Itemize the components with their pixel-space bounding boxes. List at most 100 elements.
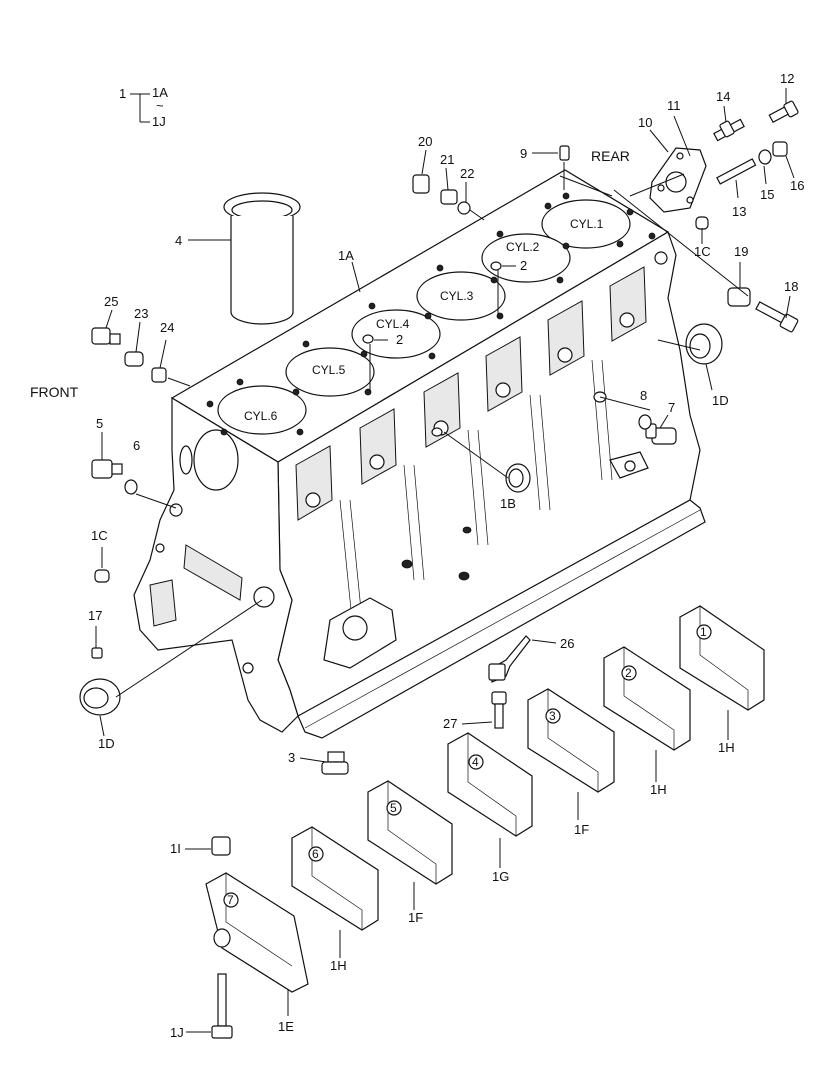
legend-to: 1J [152, 114, 166, 129]
deck-holes [206, 192, 656, 436]
washer-8 [638, 414, 652, 430]
label-2-b: 2 [396, 332, 403, 347]
lower-port [458, 571, 470, 581]
label-12: 12 [780, 71, 794, 86]
cap-6-number: 6 [312, 847, 319, 861]
lower-port [401, 559, 413, 569]
bore-cyl-5 [285, 347, 375, 397]
side-windows [295, 266, 647, 521]
nut-16 [772, 141, 788, 157]
plug-24 [151, 367, 167, 383]
cylinder-liner [223, 192, 301, 325]
bore-cyl-1-label: CYL.1 [570, 217, 604, 231]
label-27: 27 [443, 716, 457, 731]
label-1B: 1B [500, 496, 516, 511]
label-17: 17 [88, 608, 102, 623]
o-ring-6 [124, 479, 138, 495]
assembly-legend: 1 1A ~ 1J [119, 85, 168, 129]
bore-cyl-5-label: CYL.5 [312, 363, 346, 377]
plug-2-b [362, 334, 374, 344]
oil-jet-26 [488, 635, 531, 683]
cap-4-number: 4 [472, 755, 479, 769]
cylinder-bores: CYL.1 CYL.2 CYL.3 CYL.4 CYL.5 CYL.6 [217, 199, 631, 435]
bearing-cap-1: 1 [679, 605, 765, 711]
bearing-cap-3: 3 [527, 688, 615, 793]
bearing-cap-7: 7 [205, 872, 309, 993]
label-21: 21 [440, 152, 454, 167]
part-labels: 1A 1B 1C 1C 1D 1D 1E 1F 1F 1G 1H 1H 1H 1… [88, 71, 804, 1040]
label-1H-a: 1H [718, 740, 735, 755]
pin-17 [91, 647, 103, 659]
rear-bore-hole [654, 251, 668, 265]
side-port [431, 427, 443, 437]
label-3: 3 [288, 750, 295, 765]
label-2-a: 2 [520, 258, 527, 273]
bore-cyl-3-label: CYL.3 [440, 289, 474, 303]
camshaft-bushing-front [79, 678, 121, 716]
bore-cyl-4-label: CYL.4 [376, 317, 410, 331]
plug-23 [124, 351, 144, 367]
stud-13 [716, 158, 757, 185]
camshaft-bushing-rear [685, 323, 723, 365]
label-14: 14 [716, 89, 730, 104]
bore-cyl-2 [481, 233, 571, 283]
bore-cyl-1 [541, 199, 631, 249]
plug-25 [91, 327, 121, 345]
front-plug-5 [91, 459, 123, 479]
label-23: 23 [134, 306, 148, 321]
dowel-1I [211, 836, 231, 856]
label-6: 6 [133, 438, 140, 453]
label-1C-top: 1C [694, 244, 711, 259]
bearing-cap-6: 6 [291, 826, 379, 931]
rear-cover-plate [649, 147, 707, 213]
bore-cyl-6 [217, 385, 307, 435]
bushing-1B [505, 463, 531, 493]
label-13: 13 [732, 204, 746, 219]
plug-1C-top [695, 216, 709, 230]
cap-5-number: 5 [390, 801, 397, 815]
bushing-19 [727, 287, 751, 307]
label-4: 4 [175, 233, 182, 248]
front-label: FRONT [30, 384, 79, 400]
legend-root: 1 [119, 86, 126, 101]
label-1F-b: 1F [408, 910, 423, 925]
legend-sep: ~ [156, 98, 164, 113]
plug-21 [440, 189, 458, 205]
bore-cyl-3 [416, 271, 506, 321]
dowel-9 [559, 145, 570, 161]
label-1H-c: 1H [330, 958, 347, 973]
label-1I: 1I [170, 841, 181, 856]
label-20: 20 [418, 134, 432, 149]
bore-cyl-4 [351, 309, 441, 359]
label-18: 18 [784, 279, 798, 294]
label-1J: 1J [170, 1025, 184, 1040]
legend-from: 1A [152, 85, 168, 100]
label-11: 11 [667, 98, 681, 113]
label-1D-left: 1D [98, 736, 115, 751]
label-8: 8 [640, 388, 647, 403]
label-1F-a: 1F [574, 822, 589, 837]
rear-label: REAR [591, 148, 630, 164]
label-26: 26 [560, 636, 574, 651]
o-ring-22 [457, 201, 471, 215]
label-5: 5 [96, 416, 103, 431]
label-1D-right: 1D [712, 393, 729, 408]
cap-bolt-1J [211, 973, 233, 1039]
plug-1C-left [94, 569, 110, 583]
cap-3-number: 3 [549, 709, 556, 723]
label-15: 15 [760, 187, 774, 202]
rear-flange [323, 451, 649, 669]
cap-7-number: 7 [227, 893, 234, 907]
drain-plug-3 [321, 751, 349, 775]
bearing-cap-4: 4 [447, 732, 533, 837]
bearing-cap-5: 5 [367, 780, 453, 885]
bolt-27 [491, 691, 507, 729]
cap-1-number: 1 [700, 625, 707, 639]
cap-2-number: 2 [625, 666, 632, 680]
label-24: 24 [160, 320, 174, 335]
label-1A: 1A [338, 248, 354, 263]
label-10: 10 [638, 115, 652, 130]
bolt-18 [755, 301, 799, 333]
